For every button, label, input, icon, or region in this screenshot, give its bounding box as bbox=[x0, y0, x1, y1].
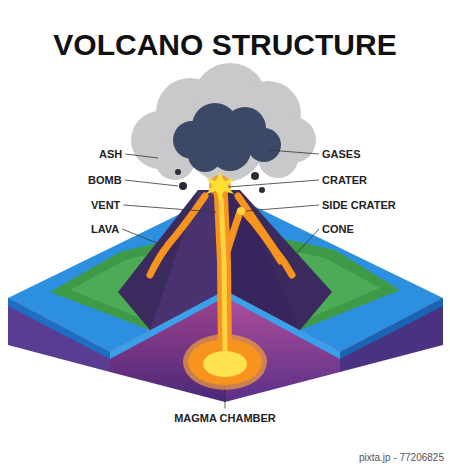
leader-line bbox=[246, 205, 319, 211]
leader-line bbox=[225, 389, 226, 409]
part-label: LAVA bbox=[91, 223, 119, 236]
part-label: CONE bbox=[322, 223, 354, 236]
vent-core bbox=[221, 198, 225, 352]
bomb bbox=[175, 169, 181, 175]
leader-line bbox=[125, 180, 178, 186]
block-left-face bbox=[8, 298, 110, 372]
side-crater bbox=[237, 207, 245, 215]
leader-line bbox=[292, 229, 319, 258]
leader-line bbox=[122, 229, 164, 246]
part-label: BOMB bbox=[88, 174, 122, 187]
leader-line bbox=[268, 150, 319, 154]
leader-line bbox=[125, 154, 158, 158]
part-label: GASES bbox=[322, 148, 361, 161]
lava-flow bbox=[243, 212, 280, 262]
vent bbox=[221, 196, 225, 355]
volcanic-bombs bbox=[175, 169, 265, 193]
block-right-face bbox=[340, 298, 443, 372]
leader-line bbox=[123, 205, 216, 212]
bomb bbox=[251, 172, 259, 180]
gas-puff bbox=[188, 138, 222, 172]
part-label: MAGMA CHAMBER bbox=[174, 412, 276, 425]
watermark: pixta.jp - 77206825 bbox=[359, 452, 444, 464]
bomb bbox=[179, 182, 187, 190]
part-label: VENT bbox=[91, 199, 120, 212]
part-label: SIDE CRATER bbox=[322, 199, 396, 212]
cone-section bbox=[222, 192, 300, 330]
cone-section bbox=[150, 192, 225, 330]
part-label: CRATER bbox=[322, 174, 367, 187]
title: VOLCANO STRUCTURE bbox=[0, 28, 450, 62]
magma-core bbox=[203, 351, 247, 377]
side-vent bbox=[224, 212, 240, 262]
part-label: ASH bbox=[99, 148, 122, 161]
leader-line bbox=[228, 180, 319, 187]
bomb bbox=[259, 187, 265, 193]
gas-cloud bbox=[173, 103, 281, 172]
ash-cloud bbox=[131, 63, 316, 182]
eruption-burst bbox=[206, 172, 234, 200]
gas-puff bbox=[247, 128, 281, 162]
